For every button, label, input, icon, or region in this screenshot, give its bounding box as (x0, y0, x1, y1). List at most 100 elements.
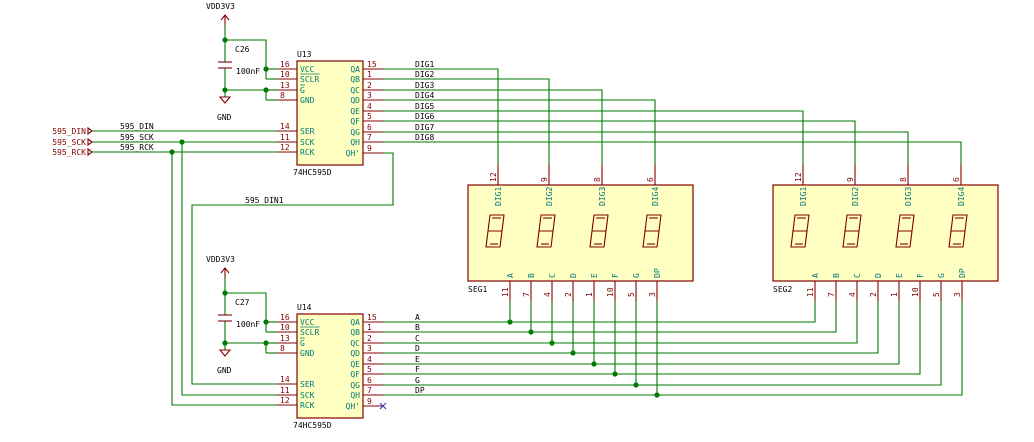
pin-number: 4 (367, 102, 372, 111)
pin-name: DIG1 (494, 187, 503, 206)
pin-name: QD (350, 349, 360, 358)
pin-number: 9 (846, 177, 855, 182)
digit-frame (536, 230, 554, 248)
port-arrow (87, 137, 93, 147)
net-label-seg-d: D (415, 344, 420, 353)
junction-dot (222, 340, 228, 346)
pin-name: VCC (300, 318, 315, 327)
pin-name: DIG3 (904, 187, 913, 206)
wire-dig4 (383, 99, 656, 165)
pin-name: D (569, 273, 578, 278)
pin-name: B (527, 273, 536, 278)
pin-number: 16 (280, 60, 290, 69)
pin-number: 1 (367, 70, 372, 79)
junction-dot (549, 340, 555, 346)
vdd-label: VDD3V3 (206, 2, 235, 11)
pin-number: 12 (280, 396, 290, 405)
pin-number: 14 (280, 375, 290, 384)
wire-seg-dp (383, 301, 963, 396)
junction-dot (654, 392, 660, 398)
gnd-label: GND (217, 366, 232, 375)
pin-number: 7 (827, 292, 836, 297)
cap-ref: C27 (235, 298, 250, 307)
wire-seg-a (383, 301, 816, 323)
pin-name: A (811, 273, 820, 278)
pin-name: QA (350, 65, 360, 74)
pin-name: G (300, 339, 305, 348)
pin-name: GND (300, 96, 315, 105)
pin-name: RCK (300, 401, 315, 410)
pin-name: DIG2 (851, 187, 860, 206)
wire-dig5 (383, 110, 804, 165)
junction-dot (507, 319, 513, 325)
pin-number: 2 (367, 334, 372, 343)
pin-number: 4 (848, 292, 857, 297)
digit-frame (948, 230, 966, 248)
net-label-595-din: 595_DIN (120, 122, 154, 131)
gnd-label: GND (217, 113, 232, 122)
junction-dot (263, 340, 269, 346)
pin-name: QE (350, 107, 360, 116)
pin-number: 7 (522, 292, 531, 297)
wire-seg-e (383, 301, 900, 365)
pin-number: 14 (280, 122, 290, 131)
wire-seg-b (383, 301, 837, 333)
pin-number: 4 (543, 292, 552, 297)
pin-name: QG (350, 381, 360, 390)
pin-name: DIG4 (651, 187, 660, 206)
pin-name: GND (300, 349, 315, 358)
pin-name: RCK (300, 148, 315, 157)
pin-name: QH (350, 138, 360, 147)
pin-name: QF (350, 370, 360, 379)
junction-dot (633, 382, 639, 388)
port-label: 595_DIN (52, 127, 86, 136)
chip-value: 74HC595D (293, 168, 332, 177)
display-ref: SEG2 (773, 285, 792, 294)
pin-name: E (895, 273, 904, 278)
pin-name: E (590, 273, 599, 278)
labels: 595_DIN595_SCK595_RCK595_DIN1DIG1DIG2DIG… (120, 60, 434, 395)
pin-number: 10 (606, 287, 615, 297)
wire-sck-u14 (181, 142, 277, 396)
display-body (772, 184, 999, 282)
pin-number: 2 (564, 292, 573, 297)
pin-number: 8 (899, 177, 908, 182)
wire-seg-c (383, 301, 858, 344)
pin-name: QH' (346, 402, 360, 411)
pin-number: 5 (367, 365, 372, 374)
chip-body (296, 60, 364, 166)
wire-dig6 (383, 120, 856, 165)
pin-name: A (506, 273, 515, 278)
pin-name: DP (653, 268, 662, 278)
pin-number: 5 (627, 292, 636, 297)
net-label-dig6: DIG6 (415, 112, 434, 121)
junction-dot (222, 87, 228, 93)
wire-rck-u14 (171, 152, 277, 406)
net-label-seg-g: G (415, 376, 420, 385)
pin-number: 3 (367, 91, 372, 100)
net-label-seg-e: E (415, 355, 420, 364)
pin-name: B (832, 273, 841, 278)
pin-name: QD (350, 96, 360, 105)
vdd-arrow (220, 14, 230, 21)
junction-dot (263, 319, 269, 325)
pin-number: 9 (540, 177, 549, 182)
net-label-seg-a: A (415, 313, 420, 322)
wire-dig8 (383, 141, 962, 165)
pin-number: 3 (648, 292, 657, 297)
cap-value: 100nF (236, 67, 260, 76)
pin-name: QE (350, 360, 360, 369)
pin-number: 2 (367, 81, 372, 90)
pin-number: 9 (367, 144, 372, 153)
chip-ref: U13 (297, 50, 312, 59)
pin-name: QB (350, 328, 360, 337)
pin-number: 3 (953, 292, 962, 297)
pin-name: SCLR (300, 328, 319, 337)
chip-value: 74HC595D (293, 421, 332, 430)
pin-name: C (548, 273, 557, 278)
chip-ref: U14 (297, 303, 312, 312)
display-body (467, 184, 694, 282)
ground-symbol (218, 96, 232, 104)
digit-frame (485, 230, 503, 248)
